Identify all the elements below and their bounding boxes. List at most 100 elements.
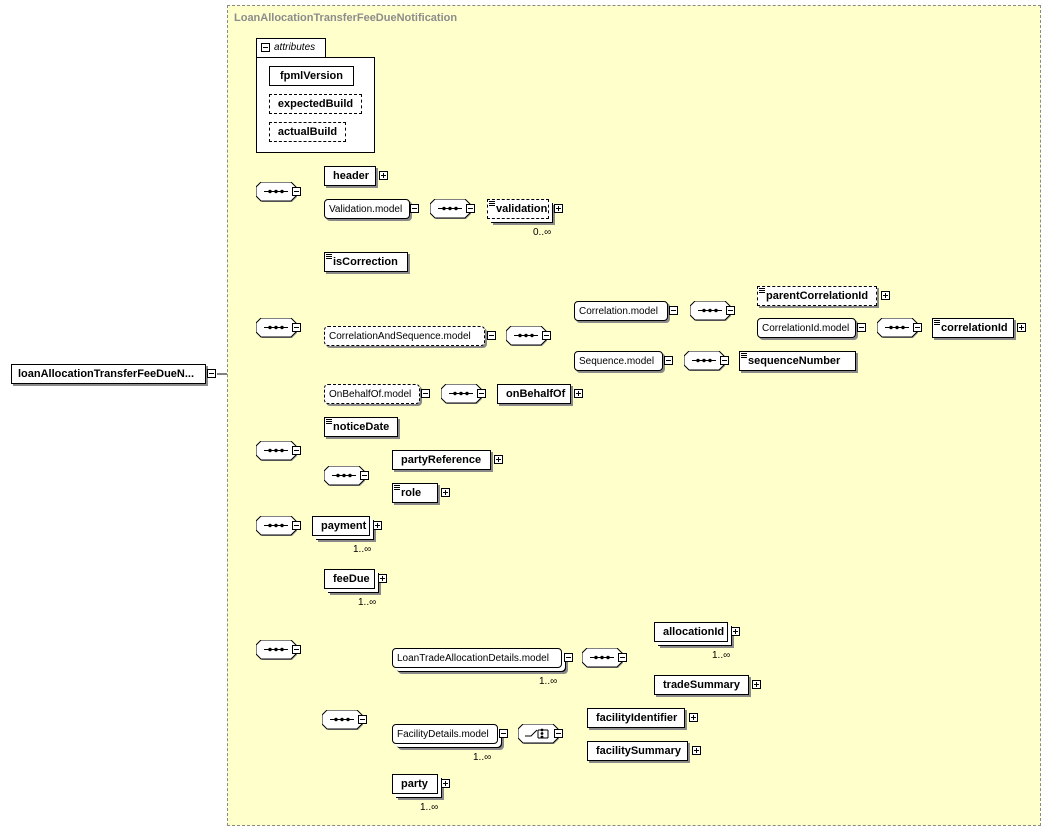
- collapse-choice-icon[interactable]: [554, 729, 563, 738]
- collapse-correlation-model-icon[interactable]: [669, 306, 678, 315]
- expand-facilityIdentifier-icon[interactable]: [689, 713, 698, 722]
- documentation-icon: [741, 353, 747, 358]
- expand-feeDue-icon[interactable]: [378, 574, 387, 583]
- sequence-compositor[interactable]: [256, 441, 304, 463]
- documentation-icon: [326, 419, 332, 424]
- occurrence-loanTradeAllocationDetails: 1..∞: [539, 676, 558, 687]
- collapse-correlationId-model-icon[interactable]: [857, 323, 866, 332]
- sequence-compositor[interactable]: [256, 516, 304, 538]
- documentation-icon: [759, 288, 765, 293]
- element-isCorrection[interactable]: isCorrection: [324, 252, 408, 272]
- collapse-sequence-icon[interactable]: [292, 323, 301, 332]
- complex-type-title: LoanAllocationTransferFeeDueNotification: [234, 12, 458, 24]
- sequence-compositor[interactable]: [430, 199, 478, 221]
- collapse-sequence-icon[interactable]: [720, 356, 729, 365]
- documentation-icon: [934, 320, 940, 325]
- collapse-correlation-and-sequence-icon[interactable]: [487, 331, 496, 340]
- group-correlation-and-sequence-model[interactable]: CorrelationAndSequence.model: [324, 326, 485, 346]
- element-party[interactable]: party: [392, 774, 438, 794]
- attribute-fpmlVersion[interactable]: fpmlVersion: [269, 66, 354, 86]
- element-correlationId[interactable]: correlationId: [932, 318, 1014, 338]
- collapse-sequence-model-icon[interactable]: [664, 356, 673, 365]
- sequence-compositor[interactable]: [441, 384, 489, 406]
- collapse-facilityDetails-icon[interactable]: [499, 729, 508, 738]
- collapse-sequence-icon[interactable]: [913, 323, 922, 332]
- group-facilityDetails-model[interactable]: FacilityDetails.model: [392, 724, 498, 744]
- sequence-compositor[interactable]: [256, 182, 304, 204]
- root-element[interactable]: loanAllocationTransferFeeDueN...: [11, 364, 206, 384]
- element-sequenceNumber[interactable]: sequenceNumber: [739, 351, 856, 371]
- element-parentCorrelationId[interactable]: parentCorrelationId: [757, 286, 877, 306]
- sequence-compositor[interactable]: [324, 466, 372, 488]
- collapse-attributes-icon[interactable]: [261, 43, 270, 52]
- occurrence-feeDue: 1..∞: [358, 597, 377, 608]
- choice-compositor[interactable]: [518, 724, 566, 746]
- collapse-sequence-icon[interactable]: [466, 204, 475, 213]
- collapse-sequence-icon[interactable]: [358, 715, 367, 724]
- element-feeDue[interactable]: feeDue: [324, 569, 375, 589]
- collapse-sequence-icon[interactable]: [292, 446, 301, 455]
- occurrence-allocationId: 1..∞: [712, 650, 731, 661]
- group-loanTradeAllocationDetails-model[interactable]: LoanTradeAllocationDetails.model: [392, 648, 562, 668]
- element-onBehalfOf[interactable]: onBehalfOf: [497, 384, 571, 404]
- expand-role-icon[interactable]: [441, 488, 450, 497]
- collapse-sequence-icon[interactable]: [292, 187, 301, 196]
- group-sequence-model[interactable]: Sequence.model: [574, 351, 663, 371]
- expand-parentCorrelationId-icon[interactable]: [881, 291, 890, 300]
- sequence-compositor[interactable]: [256, 318, 304, 340]
- collapse-sequence-icon[interactable]: [360, 471, 369, 480]
- expand-onBehalfOf-icon[interactable]: [574, 389, 583, 398]
- group-onBehalfOf-model[interactable]: OnBehalfOf.model: [324, 384, 420, 404]
- group-validation-model[interactable]: Validation.model: [324, 199, 410, 219]
- sequence-compositor[interactable]: [322, 710, 370, 732]
- root-element-label: loanAllocationTransferFeeDueN...: [18, 368, 195, 380]
- element-facilitySummary[interactable]: facilitySummary: [587, 741, 688, 761]
- collapse-loanTradeAllocationDetails-icon[interactable]: [564, 653, 573, 662]
- expand-payment-icon[interactable]: [373, 521, 382, 530]
- expand-partyReference-icon[interactable]: [494, 455, 503, 464]
- element-header[interactable]: header: [324, 166, 376, 186]
- collapse-sequence-icon[interactable]: [542, 331, 551, 340]
- sequence-compositor[interactable]: [684, 351, 732, 373]
- expand-correlationId-icon[interactable]: [1017, 323, 1026, 332]
- sequence-compositor[interactable]: [256, 640, 304, 662]
- element-allocationId[interactable]: allocationId: [654, 622, 728, 642]
- occurrence-facilityDetails: 1..∞: [473, 752, 492, 763]
- sequence-compositor[interactable]: [582, 648, 630, 670]
- element-validation[interactable]: validation: [487, 199, 549, 219]
- element-tradeSummary[interactable]: tradeSummary: [654, 675, 749, 695]
- attribute-expectedBuild[interactable]: expectedBuild: [269, 94, 362, 114]
- expand-tradeSummary-icon[interactable]: [752, 680, 761, 689]
- expand-facilitySummary-icon[interactable]: [692, 746, 701, 755]
- collapse-sequence-icon[interactable]: [292, 521, 301, 530]
- expand-validation-icon[interactable]: [554, 204, 563, 213]
- occurrence-party: 1..∞: [420, 802, 439, 813]
- element-payment[interactable]: payment: [312, 516, 370, 536]
- attributes-label: attributes: [274, 42, 316, 53]
- sequence-compositor[interactable]: [877, 318, 925, 340]
- element-role[interactable]: role: [392, 483, 438, 503]
- collapse-sequence-icon[interactable]: [726, 306, 735, 315]
- attribute-actualBuild[interactable]: actualBuild: [269, 122, 346, 142]
- sequence-compositor[interactable]: [506, 326, 554, 348]
- element-noticeDate[interactable]: noticeDate: [324, 417, 398, 437]
- group-correlationId-model[interactable]: CorrelationId.model: [757, 318, 856, 338]
- documentation-icon: [394, 485, 400, 490]
- collapse-sequence-icon[interactable]: [292, 645, 301, 654]
- group-correlation-model[interactable]: Correlation.model: [574, 301, 668, 321]
- expand-allocationId-icon[interactable]: [731, 627, 740, 636]
- collapse-validation-model-icon[interactable]: [410, 204, 419, 213]
- documentation-icon: [326, 254, 332, 259]
- element-facilityIdentifier[interactable]: facilityIdentifier: [587, 708, 685, 728]
- element-partyReference[interactable]: partyReference: [392, 450, 491, 470]
- collapse-sequence-icon[interactable]: [477, 389, 486, 398]
- collapse-root-icon[interactable]: [207, 369, 216, 378]
- expand-header-icon[interactable]: [379, 171, 388, 180]
- documentation-icon: [489, 201, 495, 206]
- occurrence-payment: 1..∞: [353, 544, 372, 555]
- collapse-sequence-icon[interactable]: [618, 653, 627, 662]
- expand-party-icon[interactable]: [441, 779, 450, 788]
- occurrence-validation: 0..∞: [533, 227, 552, 238]
- sequence-compositor[interactable]: [690, 301, 738, 323]
- collapse-onBehalfOf-model-icon[interactable]: [421, 389, 430, 398]
